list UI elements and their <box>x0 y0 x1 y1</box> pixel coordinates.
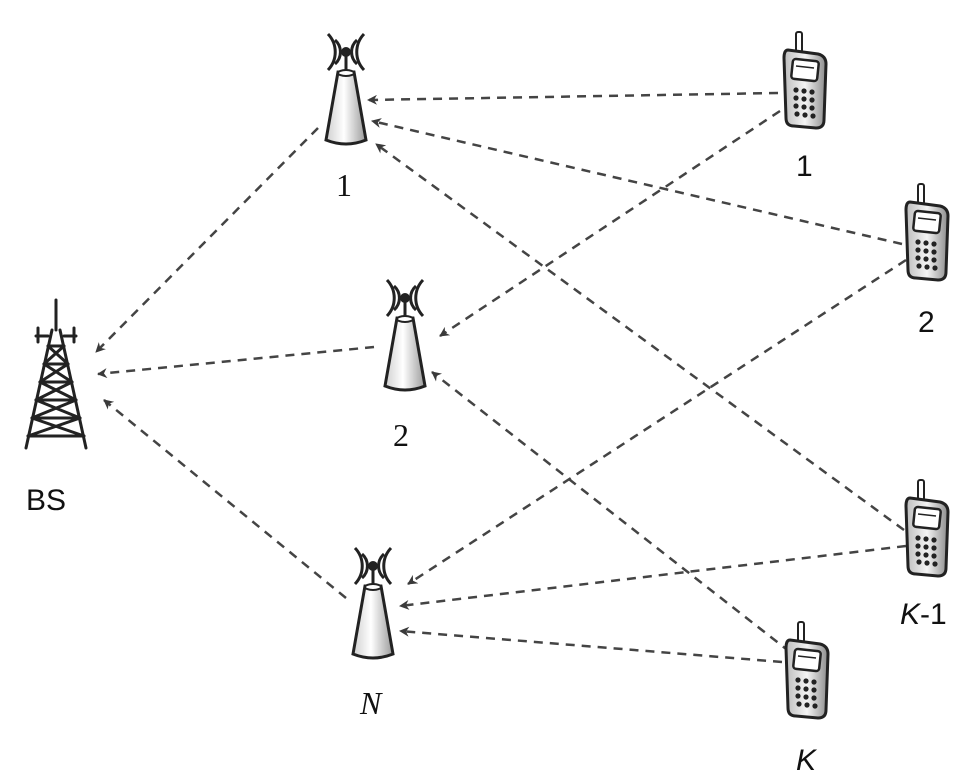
user-k-minus-1-phone-icon <box>906 480 948 576</box>
user-k-minus-1-suffix: -1 <box>920 598 947 631</box>
user-k-minus-1-var: K <box>900 598 922 631</box>
user-1-label: 1 <box>796 150 813 183</box>
link-group <box>96 93 906 662</box>
user-2-label: 2 <box>918 306 935 339</box>
link-user1-to-relay1 <box>368 93 778 100</box>
relay-n-label: N <box>359 685 383 721</box>
link-user2-to-relay1 <box>372 121 902 244</box>
link-relay2-to-bs <box>98 347 374 374</box>
relay-2-label: 2 <box>393 417 409 453</box>
link-userk-to-relayn <box>400 631 782 662</box>
link-user1-to-relay2 <box>440 111 780 336</box>
link-userk-to-relay2 <box>432 372 790 652</box>
base-station-icon <box>26 300 86 448</box>
relay-n-icon <box>353 548 393 658</box>
link-relay1-to-bs <box>96 128 318 352</box>
user-1-phone-icon <box>784 32 826 128</box>
user-k-label: K <box>796 744 818 777</box>
link-relayn-to-bs <box>104 400 346 598</box>
user-k-minus-1-label: K-1 <box>900 598 947 631</box>
relay-1-icon <box>326 34 366 144</box>
user-2-phone-icon <box>906 184 948 280</box>
relay-2-icon <box>385 280 425 390</box>
link-userk1-to-relayn <box>400 546 906 606</box>
user-k-phone-icon <box>786 622 828 718</box>
relay-1-label: 1 <box>336 167 352 203</box>
bs-label: BS <box>26 484 66 517</box>
link-userk1-to-relay1 <box>376 144 904 530</box>
